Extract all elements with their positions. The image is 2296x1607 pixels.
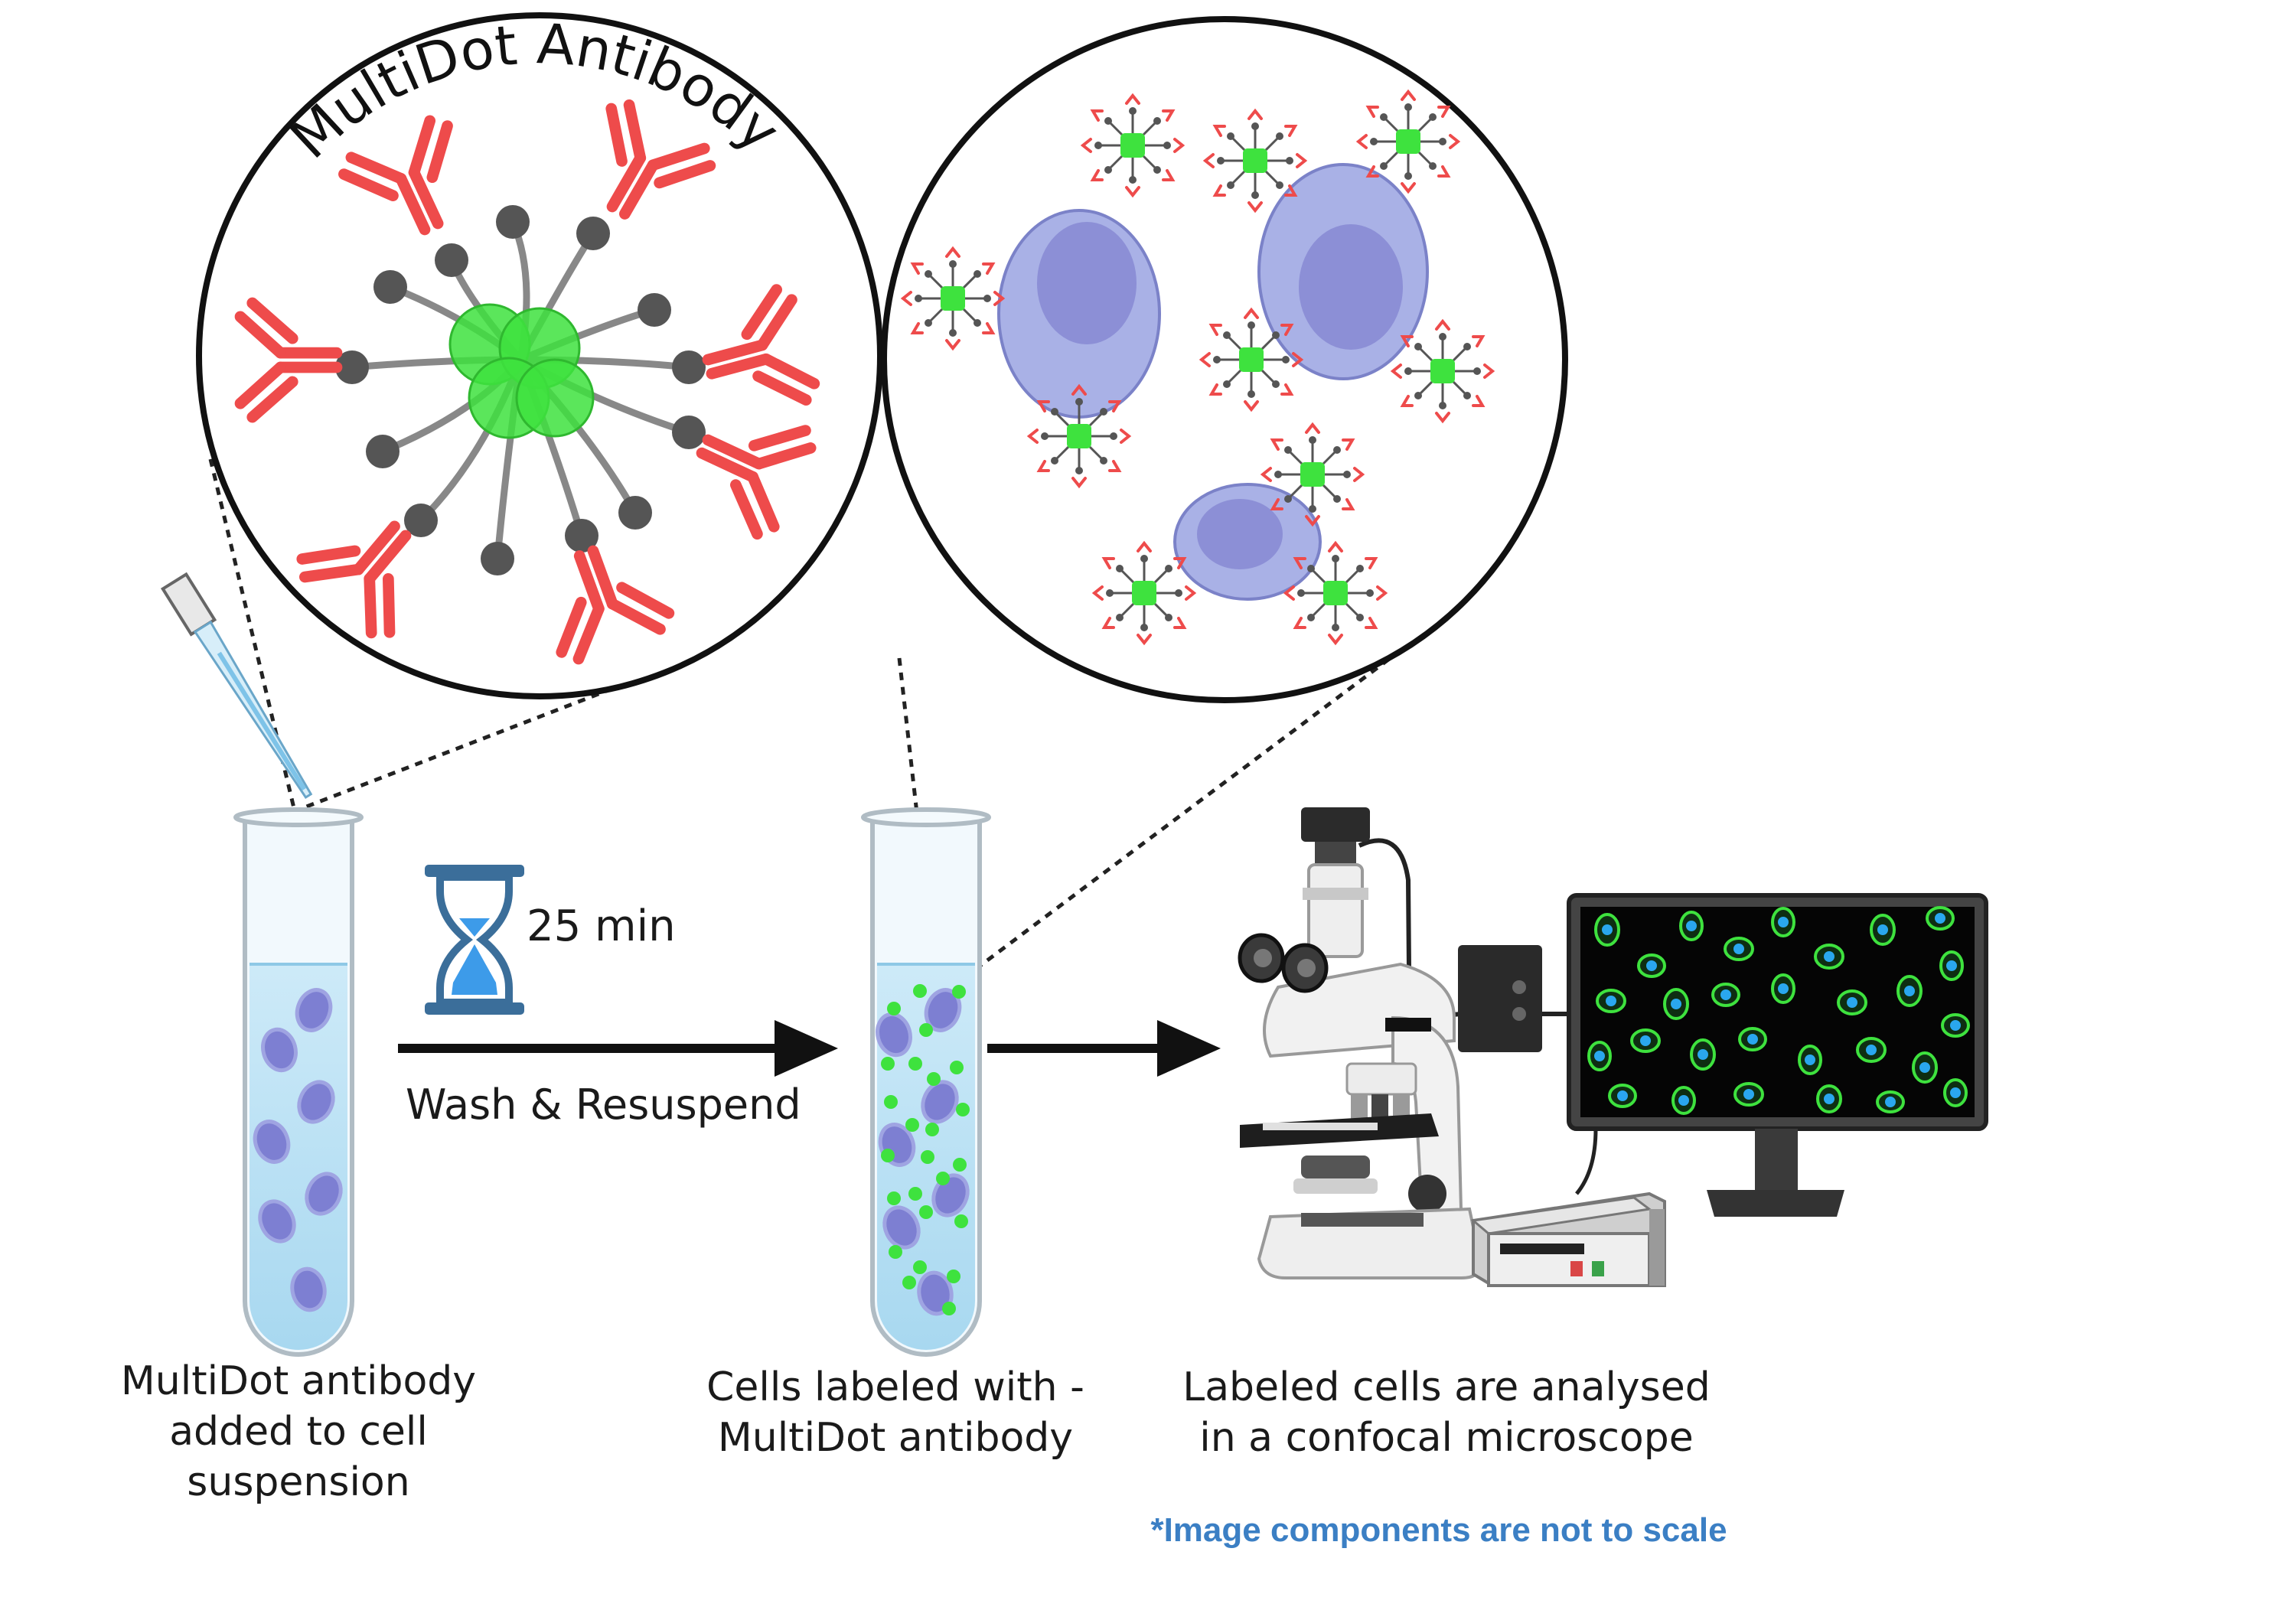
labeled-cells — [876, 988, 970, 1316]
step2-caption: Cells labeled with - MultiDot antibody — [706, 1364, 1084, 1461]
quantum-dot-core — [448, 303, 595, 439]
cell-large-right — [1257, 163, 1429, 380]
process-arrow-2 — [987, 1020, 1221, 1077]
cell-small-bottom — [1173, 483, 1322, 601]
scale-disclaimer-note: *Image components are not to scale — [1150, 1511, 1727, 1549]
test-tube-2 — [861, 807, 991, 1357]
hourglass-icon — [425, 865, 524, 1015]
monitor-icon — [1567, 893, 1988, 1217]
linker-terminals — [335, 205, 706, 575]
step1-caption: MultiDot antibody added to cell suspensi… — [120, 1358, 477, 1505]
multidot-zoom-circle: MultiDot Antibody — [196, 11, 883, 699]
incubation-time-label: 25 min — [527, 901, 676, 951]
unlabeled-cells — [253, 988, 343, 1312]
test-tube-1 — [233, 807, 364, 1357]
wash-resuspend-label: Wash & Resuspend — [406, 1081, 801, 1129]
labeled-cells-zoom-circle — [881, 16, 1568, 703]
confocal-image-cells — [1587, 906, 1970, 1115]
process-arrow-1 — [398, 1020, 838, 1077]
controller-box-icon — [1470, 1191, 1666, 1287]
step3-caption: Labeled cells are analysed in a confocal… — [1182, 1364, 1711, 1461]
cell-large-left — [997, 209, 1161, 419]
monitor-cable — [1575, 1128, 1598, 1195]
green-dots — [881, 984, 970, 1315]
microscope-icon — [1238, 807, 1603, 1279]
